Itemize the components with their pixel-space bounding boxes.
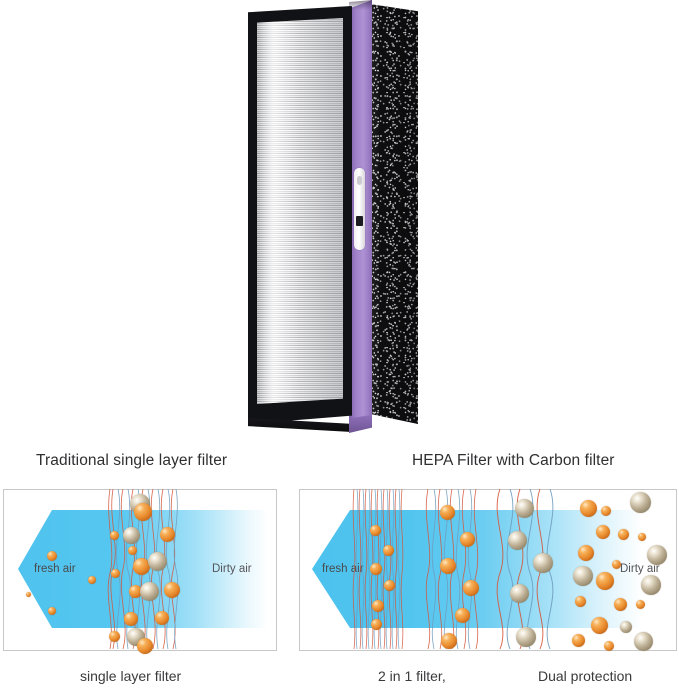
particle [88,576,96,584]
particle [440,505,455,520]
filter-bottom-edge [349,415,372,433]
particle [383,545,394,556]
fresh-air-label-left: fresh air [34,563,76,575]
particle [148,552,167,571]
filter-assembly [248,0,418,433]
particle [47,551,57,561]
particle [510,584,529,603]
particle [155,611,169,625]
particle [596,525,610,539]
particle [134,503,152,521]
particle [455,608,470,623]
particle [160,527,175,542]
particle [612,560,621,569]
particle [164,582,180,598]
particle [128,546,137,555]
carbon-filter-panel [368,3,418,424]
particle [580,500,597,517]
particle [630,492,651,513]
edge-tag-mark-icon [356,216,363,226]
particle [111,569,120,578]
particle [596,572,614,590]
particle [137,638,153,654]
particle [604,641,614,651]
particle [140,582,159,601]
fresh-air-label-right: fresh air [322,563,364,575]
particle [515,499,534,518]
edge-tag-hole-icon [357,176,362,185]
dirty-air-label-left: Dirty air [212,563,252,575]
particle [591,617,608,634]
particle [638,533,646,541]
particle [533,553,553,573]
filter-bottom-face [248,418,352,432]
right-diagram-caption-secondary: Dual protection [538,668,633,684]
particle [441,633,457,649]
particle [573,566,593,586]
dirty-air-label-right: Dirty air [620,563,660,575]
particle [578,545,594,561]
particle [123,527,140,544]
particle [26,592,31,597]
left-diagram-heading: Traditional single layer filter [36,452,228,469]
particle [110,531,119,540]
particle [384,580,395,591]
right-diagram-caption-primary: 2 in 1 filter, [378,668,446,684]
particle [620,621,632,633]
particle [372,600,384,612]
particle [460,532,475,547]
particle [614,598,627,611]
filter-edge-tag [354,168,365,250]
hepa-pleated-media [257,18,343,404]
particle [124,612,138,626]
particle [601,506,611,516]
left-diagram-caption: single layer filter [80,668,182,684]
particle [516,627,536,647]
particle [618,529,629,540]
particle [129,585,142,598]
particle [634,632,653,651]
carbon-texture [368,3,418,424]
particle [508,531,527,550]
carbon-shading [368,3,418,424]
particle [636,600,645,609]
particle [370,563,382,575]
particle [463,580,479,596]
particle [109,631,120,642]
particle [572,634,585,647]
right-diagram-heading: HEPA Filter with Carbon filter [412,452,615,469]
particle [647,545,667,565]
purple-edge-top-shadow [349,0,372,10]
particle [641,575,661,595]
particle [371,619,382,630]
particle [440,558,456,574]
particle [48,607,56,615]
particle [370,525,381,536]
particle [133,558,150,575]
product-photo [248,0,418,433]
particle [575,596,586,607]
